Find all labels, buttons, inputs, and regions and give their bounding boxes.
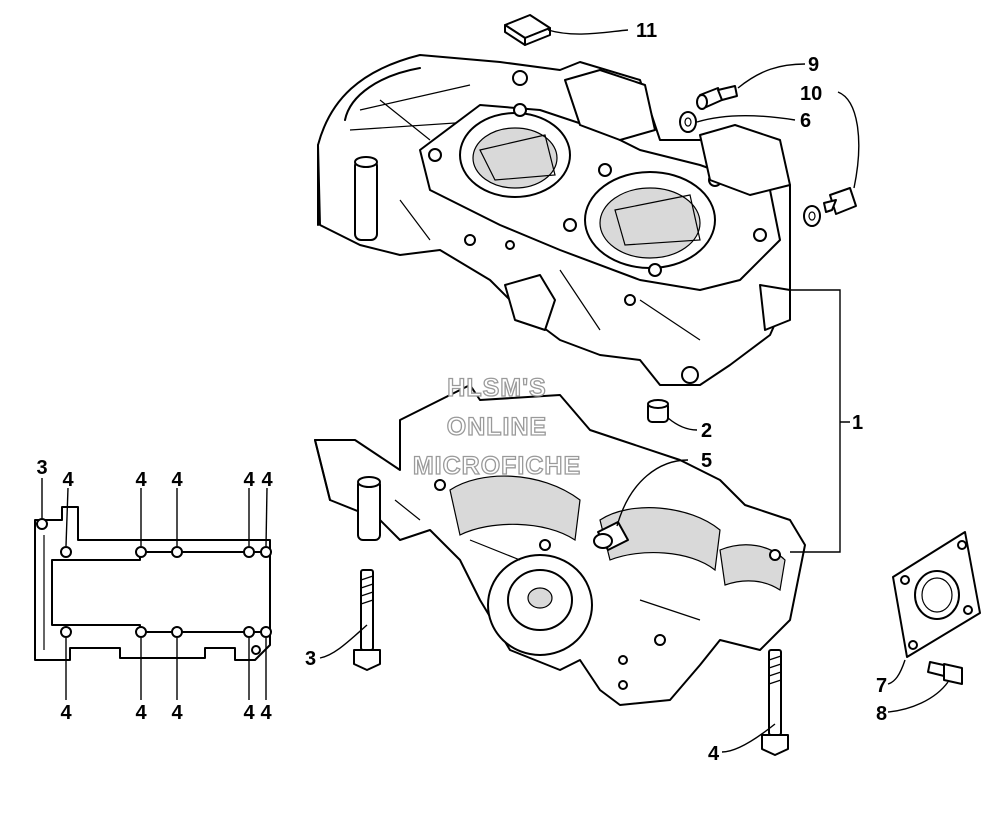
bolt-hole bbox=[243, 626, 255, 638]
watermark-line-2: ONLINE bbox=[447, 413, 547, 441]
item-6-washer-lower bbox=[803, 205, 821, 227]
bolt-hole bbox=[60, 626, 72, 638]
item-2-dowel bbox=[647, 399, 669, 423]
bolt-hole bbox=[135, 546, 147, 558]
pattern-label-top: 4 bbox=[171, 469, 183, 491]
callout-11: 11 bbox=[636, 20, 657, 42]
item-3-long-bolt bbox=[353, 569, 381, 671]
pattern-label-3: 3 bbox=[36, 457, 47, 479]
item-10-bolt bbox=[823, 187, 857, 215]
bolt-hole bbox=[135, 626, 147, 638]
callout-8: 8 bbox=[876, 703, 887, 725]
callout-4: 4 bbox=[708, 743, 720, 765]
bolt-hole bbox=[251, 645, 261, 655]
callout-2: 2 bbox=[701, 420, 712, 442]
item-6-washer-upper bbox=[679, 111, 697, 133]
watermark-line-3: MICROFICHE bbox=[413, 452, 581, 480]
bolt-hole-3 bbox=[36, 518, 48, 530]
pattern-label-bottom: 4 bbox=[260, 702, 272, 724]
callout-1: 1 bbox=[852, 412, 863, 434]
upper-crankcase bbox=[317, 54, 791, 386]
watermark: HLSM'S ONLINE MICROFICHE bbox=[412, 373, 581, 480]
callout-5: 5 bbox=[701, 450, 712, 472]
bolt-pattern-diagram: 3 4 4 4 4 4 4 4 4 4 4 bbox=[34, 457, 273, 724]
item-8-bolt bbox=[927, 661, 963, 685]
callout-7: 7 bbox=[876, 675, 887, 697]
pattern-label-top: 4 bbox=[243, 469, 255, 491]
pattern-label-bottom: 4 bbox=[243, 702, 255, 724]
pattern-label-bottom: 4 bbox=[171, 702, 183, 724]
pattern-label-top: 4 bbox=[261, 469, 273, 491]
bolt-hole bbox=[260, 626, 272, 638]
callouts: 11 9 10 6 1 2 5 3 4 7 8 bbox=[305, 20, 887, 765]
watermark-line-1: HLSM'S bbox=[447, 374, 546, 402]
callout-6: 6 bbox=[800, 110, 811, 132]
bolt-hole bbox=[60, 546, 72, 558]
item-9-fitting bbox=[696, 85, 738, 110]
bolt-hole bbox=[260, 546, 272, 558]
bolt-hole bbox=[171, 626, 183, 638]
lower-crankcase bbox=[314, 384, 806, 706]
leader-lines bbox=[319, 29, 949, 753]
pattern-label-bottom: 4 bbox=[60, 702, 72, 724]
pattern-label-top: 4 bbox=[62, 469, 74, 491]
bolt-hole bbox=[171, 546, 183, 558]
item-4-long-bolt bbox=[761, 649, 789, 756]
item-11-cap bbox=[504, 14, 551, 46]
callout-3: 3 bbox=[305, 648, 316, 670]
item-7-plate bbox=[892, 531, 981, 658]
pattern-label-bottom: 4 bbox=[135, 702, 147, 724]
callout-10: 10 bbox=[800, 83, 822, 105]
callout-9: 9 bbox=[808, 54, 819, 76]
bolt-hole bbox=[243, 546, 255, 558]
pattern-label-top: 4 bbox=[135, 469, 147, 491]
